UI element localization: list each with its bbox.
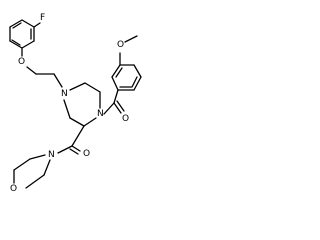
bond: [43, 159, 51, 176]
aromatic-bond: [115, 67, 123, 78]
bond: [69, 82, 86, 91]
bond: [29, 154, 46, 160]
bond-carbonyl-ring: [113, 89, 119, 104]
bond: [25, 174, 45, 189]
bond-carbonyl-o-double: [116, 100, 125, 112]
bond: [9, 40, 23, 49]
bond: [111, 76, 119, 91]
bond: [69, 117, 85, 127]
bond-carbonyl-o: [113, 102, 122, 114]
aromatic-bond: [11, 39, 21, 46]
fluorine-label: F: [40, 13, 45, 23]
bond-ring-f: [33, 22, 41, 28]
bond: [63, 99, 71, 119]
bond: [83, 117, 97, 127]
morpholine-oxygen-label: O: [10, 184, 17, 194]
aromatic-bond: [131, 76, 138, 88]
bond-ch2-n4: [53, 73, 63, 88]
morpholine-carbonyl-oxygen-label: O: [83, 149, 90, 159]
fluorophenyl-ring: [9, 19, 35, 49]
morpholine-nitrogen-label: N: [48, 150, 55, 160]
benzoyl-oxygen-label: O: [122, 114, 129, 124]
ether-oxygen-label: O: [18, 57, 25, 67]
aromatic-bond: [12, 22, 22, 29]
bond: [111, 64, 121, 78]
morpholine-ring: [13, 154, 51, 189]
bond: [21, 19, 35, 28]
bond: [9, 19, 23, 28]
piperazine-n1-label: N: [97, 109, 104, 119]
piperazine-n4-label: N: [61, 89, 68, 99]
bond-ring-carbonyl: [71, 125, 85, 147]
bond-n1-carbonyl: [103, 102, 115, 115]
methoxy-oxygen-label: O: [117, 40, 124, 50]
bond: [21, 40, 35, 49]
bond-methoxy-ch3: [124, 35, 138, 43]
bond-carbonyl-morph-n: [57, 145, 73, 154]
bond-o-ch2: [26, 66, 37, 75]
piperazine-ring: [63, 82, 101, 127]
bond: [84, 82, 101, 93]
bond-carbonyl-o: [71, 145, 81, 152]
bond: [133, 64, 142, 78]
bond: [133, 76, 142, 91]
chemical-structure: F O N N O O O N O: [9, 13, 142, 194]
bond: [13, 158, 31, 171]
methoxyphenyl-ring: [111, 64, 142, 91]
bond-carbonyl-o-double: [69, 148, 79, 155]
